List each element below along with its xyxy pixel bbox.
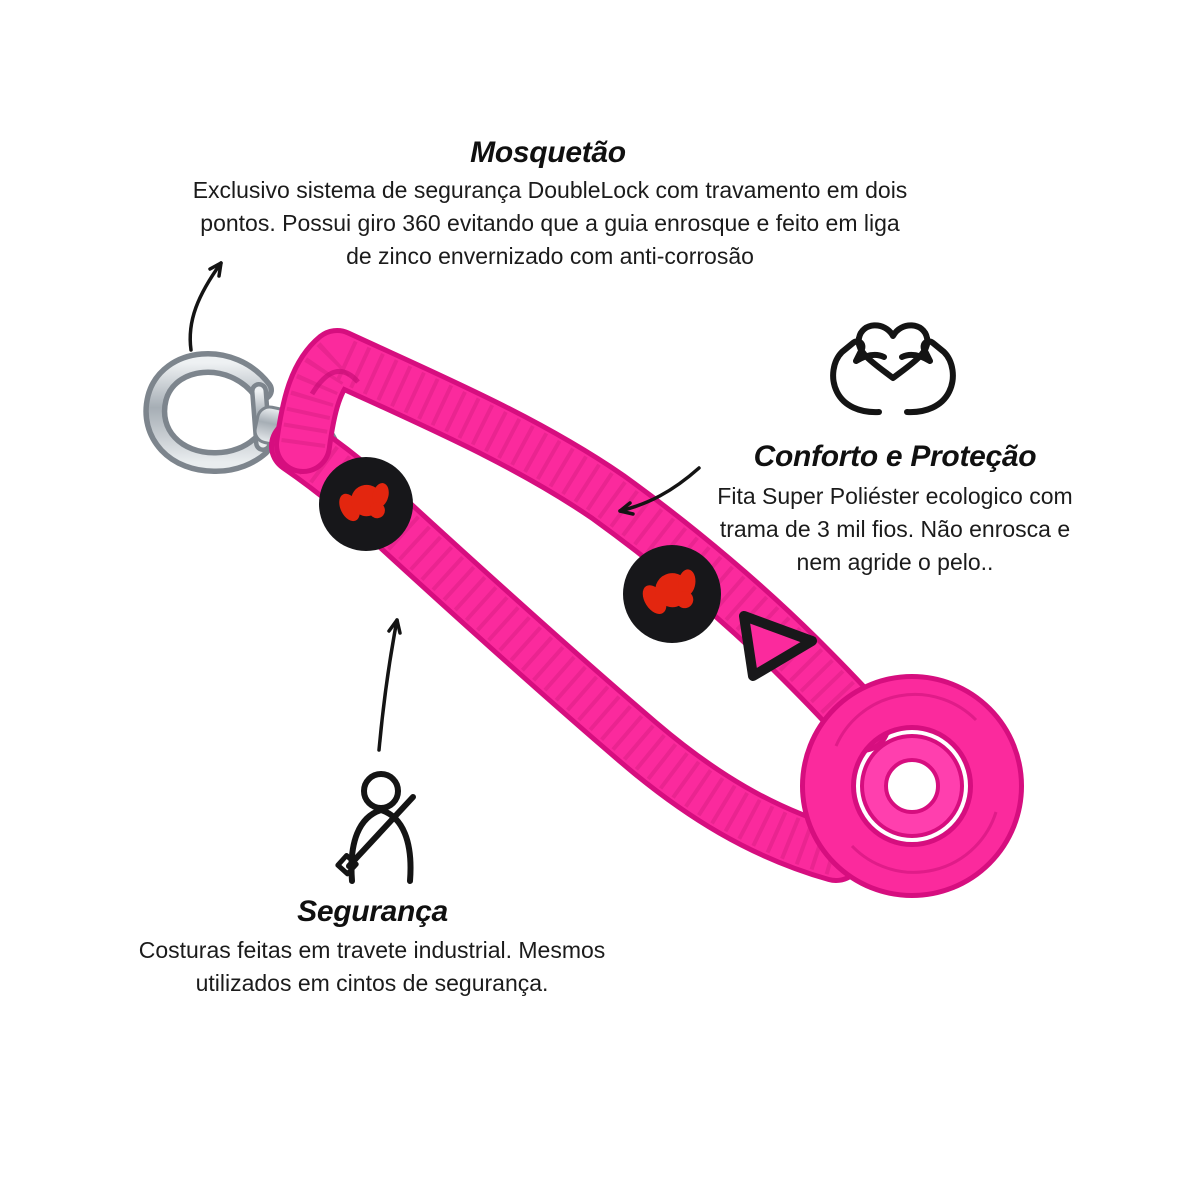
coiled-handle xyxy=(800,674,1024,898)
conforto-title: Conforto e Proteção xyxy=(753,440,1037,473)
mosquetao-title: Mosquetão xyxy=(470,136,626,169)
adjuster-triangle xyxy=(739,611,817,681)
arrow-to-strap-seguranca xyxy=(377,618,402,752)
hands-holding-heart-icon xyxy=(830,322,956,416)
strap-fold-crease xyxy=(309,369,360,396)
dog-logo-icon xyxy=(642,569,696,615)
seguranca-description: Costuras feitas em travete industrial. M… xyxy=(138,937,606,997)
mosquetao-description: Exclusivo sistema de segurança DoubleLoc… xyxy=(192,177,908,270)
logo-patch-2 xyxy=(623,545,721,643)
conforto-description: Fita Super Poliéster ecologico com trama… xyxy=(717,483,1073,576)
upper-strap xyxy=(274,328,891,753)
seatbelt-person-icon xyxy=(335,771,416,884)
seguranca-title: Segurança xyxy=(297,895,448,928)
logo-patch-1 xyxy=(319,457,413,551)
arrow-to-mosquetao xyxy=(188,261,223,352)
dog-logo-icon xyxy=(339,483,389,522)
arrow-to-strap-conforto xyxy=(618,466,701,516)
